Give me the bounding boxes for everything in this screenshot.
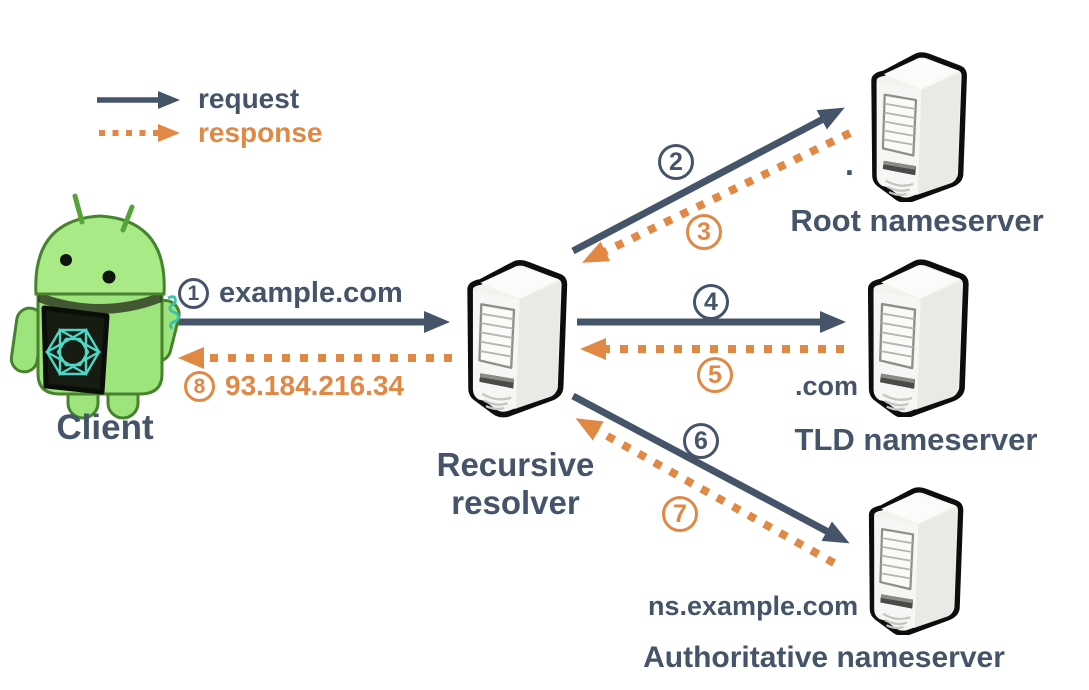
step-5-number: 5: [697, 357, 733, 393]
android-client-icon: [9, 193, 181, 420]
step-4-number: 4: [693, 284, 729, 320]
root-nameserver-icon: [874, 55, 964, 200]
legend-request-label: request: [198, 83, 300, 114]
authoritative-zone-label: ns.example.com: [648, 591, 859, 621]
step-3-number: 3: [686, 214, 722, 250]
tld-zone-label: .com: [795, 371, 859, 401]
request-arrow-step-6: [571, 392, 850, 544]
step-7-number: 7: [662, 496, 698, 532]
step-8-number: 8: [184, 370, 215, 402]
step-1-request-message: 1 example.com: [178, 277, 403, 310]
step-1-query: example.com: [219, 277, 403, 309]
legend-request: request: [198, 82, 323, 116]
authoritative-nameserver-icon: [872, 490, 961, 633]
recursive-resolver-label: Recursive resolver: [436, 446, 595, 521]
step-8-answer: 93.184.216.34: [225, 370, 405, 401]
tld-nameserver-icon: [871, 262, 966, 415]
step-2-number: 2: [658, 144, 694, 180]
tld-nameserver-label: TLD nameserver: [794, 422, 1038, 457]
step-8-response-message: 8 93.184.216.34: [184, 370, 404, 402]
root-zone-label: .: [845, 146, 854, 182]
legend-response: response: [198, 116, 323, 150]
step-1-number: 1: [178, 278, 209, 309]
legend: request response: [198, 82, 323, 150]
client-label: Client: [56, 408, 154, 447]
root-nameserver-label: Root nameserver: [790, 203, 1044, 238]
legend-response-label: response: [198, 117, 323, 148]
authoritative-nameserver-label: Authoritative nameserver: [643, 641, 1005, 674]
recursive-resolver-icon: [470, 263, 564, 415]
step-6-number: 6: [683, 423, 719, 459]
request-arrow-step-2: [571, 107, 845, 255]
